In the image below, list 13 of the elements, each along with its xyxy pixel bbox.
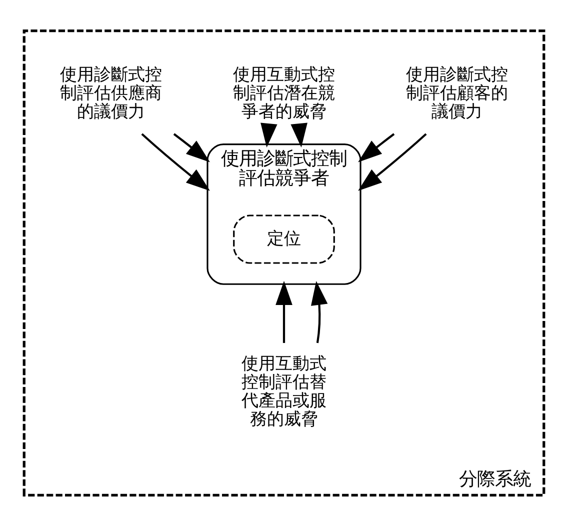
arrow <box>358 133 427 191</box>
arrow <box>141 133 210 191</box>
node-text: 使用互動式控制評估潛在競爭者的威脅 <box>233 65 335 122</box>
node-text: 使用診斷式控制評估顧客的議價力 <box>406 65 508 122</box>
arrow <box>310 280 328 344</box>
arrow <box>260 122 278 148</box>
node-text: 使用互動式控制評估替代產品或服務的威脅 <box>242 354 326 430</box>
arrow <box>276 280 292 343</box>
node-box: 定位 <box>233 214 335 264</box>
node-text: 使用診斷式控制評估供應商的議價力 <box>60 65 162 122</box>
arrow <box>358 133 395 162</box>
arrow <box>173 133 210 162</box>
arrow <box>290 122 308 148</box>
